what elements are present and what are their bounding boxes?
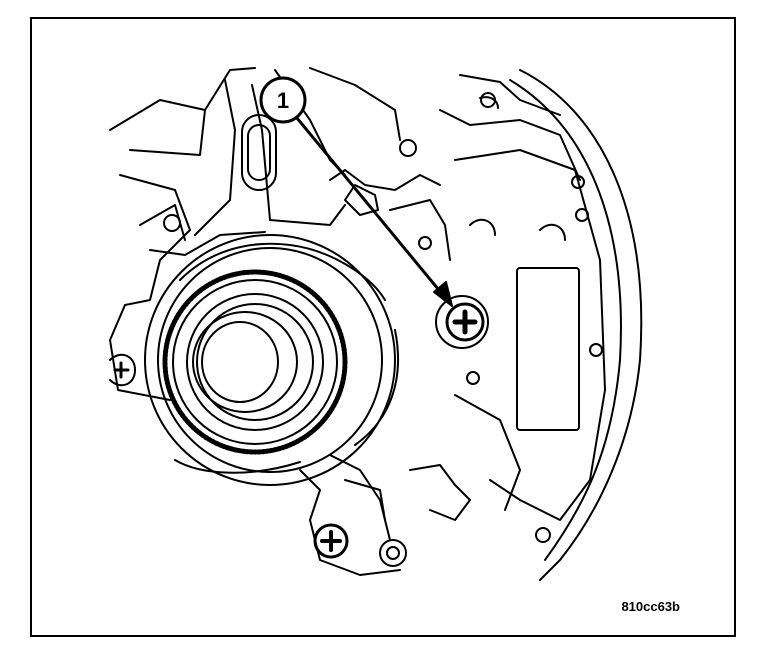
callout-1-label: 1 bbox=[277, 88, 289, 113]
housing-outer-arc bbox=[439, 69, 643, 581]
figure-frame bbox=[30, 17, 736, 637]
ring-gear-assembly bbox=[144, 234, 399, 541]
callout-leader bbox=[290, 110, 453, 307]
callout-1: 1 bbox=[259, 76, 307, 124]
valve-body-plate bbox=[409, 149, 606, 521]
figure-code: 810cc63b bbox=[621, 599, 680, 614]
callout-target-screw bbox=[435, 295, 489, 349]
lower-bracket bbox=[299, 469, 407, 576]
housing-arms bbox=[109, 67, 401, 401]
lower-left-bolt bbox=[313, 523, 349, 559]
left-edge-bolt bbox=[109, 353, 136, 387]
